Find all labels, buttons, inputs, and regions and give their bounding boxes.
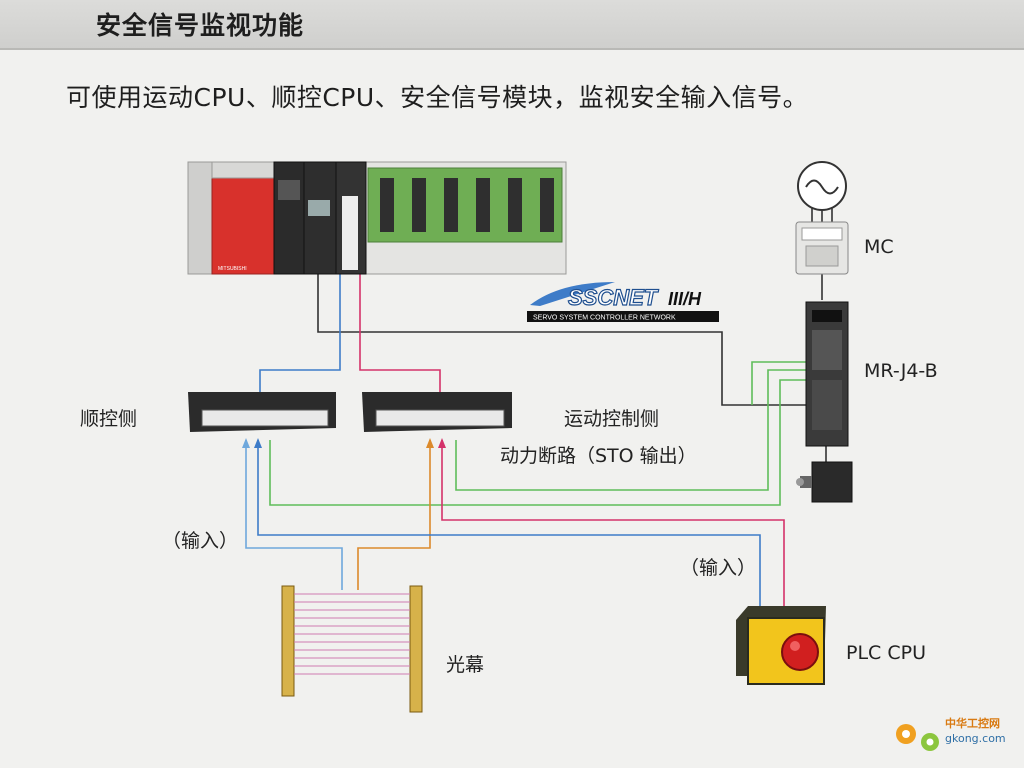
page-title: 安全信号监视功能 <box>96 11 305 40</box>
sto-wire-1 <box>455 369 806 491</box>
sscnet-suffix: III/H <box>668 289 702 309</box>
arrow-motion-2 <box>438 438 446 448</box>
plc-rack: MITSUBISHI <box>187 161 567 275</box>
ac-source-icon <box>797 161 847 211</box>
sscnet-cable <box>317 270 806 406</box>
arrow-motion-1 <box>426 438 434 448</box>
watermark-gear-icon <box>896 724 939 751</box>
sscnet-brand: SSCNET <box>568 285 659 310</box>
cpu-module <box>273 161 305 275</box>
wire-estop-to-motion <box>441 440 785 610</box>
motion-cpu-module <box>303 161 337 275</box>
contactor-icon <box>795 221 849 275</box>
terminal-block-motion <box>362 392 512 432</box>
servo-motor-icon <box>796 461 853 503</box>
wire-plc-to-seq-block <box>259 270 341 392</box>
header-bar <box>0 0 1024 50</box>
sscnet-logo: SSCNET III/H SERVO SYSTEM CONTROLLER NET… <box>527 282 719 322</box>
watermark-cn: 中华工控网 <box>945 717 1000 730</box>
wire-plc-to-motion-block <box>359 270 441 392</box>
label-sto-output: 动力断路（STO 输出） <box>500 445 697 467</box>
arrow-seq-1 <box>242 438 250 448</box>
label-motion-side: 运动控制侧 <box>564 408 660 430</box>
page-subtitle: 可使用运动CPU、顺控CPU、安全信号模块，监视安全输入信号。 <box>66 83 809 112</box>
wire-curtain-to-seq <box>245 440 343 590</box>
watermark-url: gkong.com <box>945 732 1006 745</box>
wire-curtain-to-motion <box>357 440 431 590</box>
emergency-stop-icon <box>736 606 826 685</box>
sto-wire-3 <box>751 361 806 405</box>
servo-amplifier-icon <box>805 301 849 447</box>
label-mc: MC <box>864 236 894 258</box>
terminal-block-seq <box>188 392 336 432</box>
wire-estop-to-seq <box>257 440 761 610</box>
label-input-right: （输入） <box>680 557 757 579</box>
plc-brand-label: MITSUBISHI <box>218 266 247 272</box>
plc-power-module <box>211 177 275 275</box>
label-servo-amp: MR-J4-B <box>864 360 938 382</box>
sscnet-tagline: SERVO SYSTEM CONTROLLER NETWORK <box>533 315 676 322</box>
label-input-left: （输入） <box>162 530 239 552</box>
light-curtain-icon <box>281 585 423 713</box>
io-modules <box>367 167 563 243</box>
sto-wire-2 <box>269 379 806 506</box>
label-seq-side: 顺控侧 <box>80 408 138 430</box>
label-plc-cpu: PLC CPU <box>846 642 926 664</box>
label-light-curtain: 光幕 <box>446 654 485 676</box>
arrow-seq-2 <box>254 438 262 448</box>
